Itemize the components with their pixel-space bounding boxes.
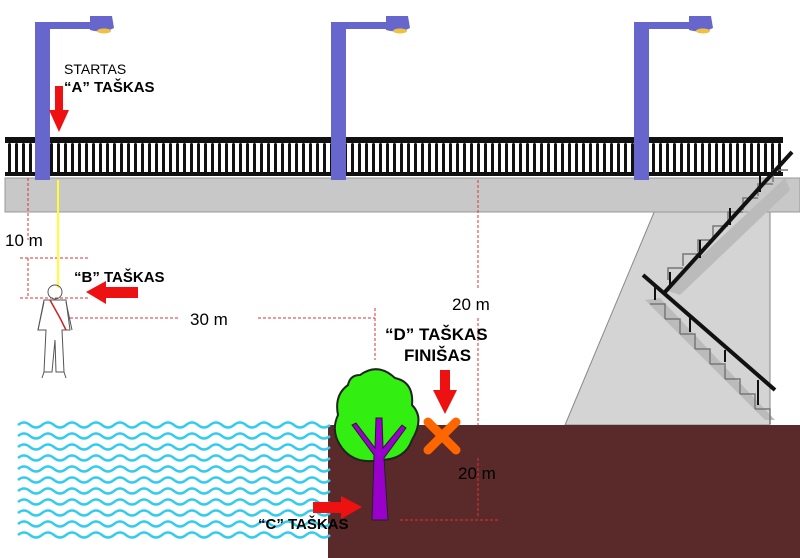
tree	[333, 368, 420, 521]
label-point-a: “A” TAŠKAS	[64, 78, 155, 96]
lamp-post-left	[35, 16, 114, 180]
water-waves	[17, 421, 331, 539]
lamp-post-right	[634, 16, 713, 180]
dimension-horizontal: 30 m	[190, 310, 228, 329]
label-start: STARTAS	[64, 61, 126, 77]
dimension-drop-height: 10 m	[5, 231, 43, 250]
label-point-c: “C” TAŠKAS	[258, 515, 349, 533]
bridge-railing-balusters	[8, 143, 781, 173]
arrow-point-c	[313, 496, 362, 519]
label-point-d: “D” TAŠKAS	[385, 325, 488, 344]
dimension-ground-depth: 20 m	[458, 464, 496, 483]
lamp-post-middle	[331, 16, 410, 180]
dimension-lines	[20, 178, 498, 521]
arrow-point-d	[433, 370, 457, 414]
label-finish: FINIŠAS	[404, 346, 471, 365]
staircase	[641, 150, 794, 424]
bridge-deck	[4, 177, 800, 213]
jumper-figure	[37, 284, 73, 379]
label-point-b: “B” TAŠKAS	[74, 268, 165, 286]
dimension-bridge-height: 20 m	[452, 295, 490, 314]
bridge-railing-base	[5, 172, 783, 176]
arrow-point-b	[86, 281, 138, 304]
arrow-point-a	[49, 86, 69, 132]
bridge-railing-rail	[5, 137, 783, 143]
finish-marker-x	[423, 417, 461, 455]
